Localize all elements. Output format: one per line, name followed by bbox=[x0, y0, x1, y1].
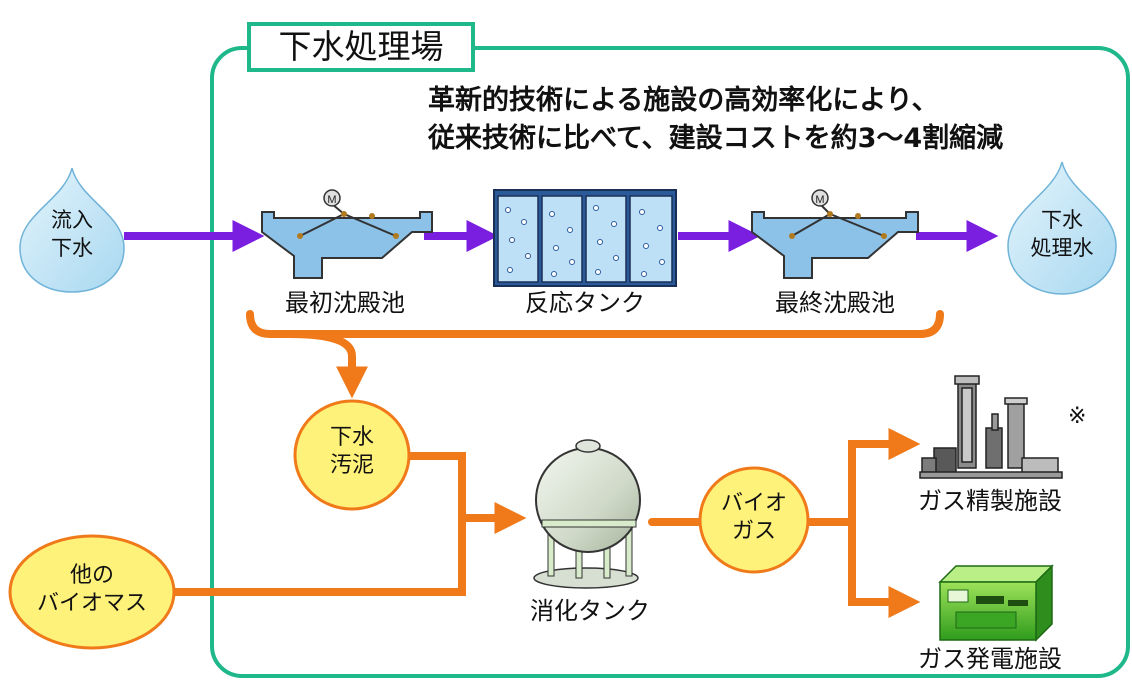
other-biomass-line-2: バイオマス bbox=[36, 591, 147, 616]
outflow-label-line-2: 処理水 bbox=[1030, 236, 1094, 260]
sludge-collector-bracket bbox=[246, 310, 944, 338]
reaction-tank-icon bbox=[493, 189, 677, 287]
gas-power-label: ガス発電施設 bbox=[918, 645, 1062, 673]
inflow-label: 流入 下水 bbox=[42, 206, 102, 262]
biogas-bubble bbox=[698, 466, 810, 574]
other-biomass-bubble bbox=[8, 534, 176, 650]
sewage-sludge-line-2: 汚泥 bbox=[329, 453, 374, 478]
primary-tank-label: 最初沈殿池 bbox=[285, 289, 405, 317]
biogas-line-2: ガス bbox=[731, 519, 776, 544]
gas-refining-facility-icon bbox=[919, 375, 1063, 479]
headline-line-1: 革新的技術による施設の高効率化により、 bbox=[428, 85, 939, 116]
arrow-biogas-to-power bbox=[848, 522, 921, 618]
final-settling-tank-icon: M bbox=[751, 189, 919, 279]
sewage-sludge-label: 下水 汚泥 bbox=[317, 424, 387, 480]
motor-symbol-primary: M bbox=[327, 194, 336, 206]
digestion-tank-label: 消化タンク bbox=[530, 597, 650, 625]
inflow-label-line-1: 流入 bbox=[51, 208, 93, 232]
motor-symbol-final: M bbox=[815, 194, 824, 206]
final-tank-label: 最終沈殿池 bbox=[775, 289, 895, 317]
other-biomass-line-1: 他の bbox=[69, 563, 114, 588]
biogas-line-1: バイオ bbox=[720, 491, 787, 516]
headline: 革新的技術による施設の高効率化により、 従来技術に比べて、建設コストを約3～4割… bbox=[428, 82, 1128, 158]
arrow-sludge-to-digestion bbox=[410, 452, 527, 534]
arrow-collector-to-sludge bbox=[289, 330, 368, 399]
biogas-label: バイオ ガス bbox=[710, 490, 798, 546]
gas-power-facility-icon bbox=[938, 564, 1054, 642]
outflow-droplet-icon bbox=[1007, 161, 1117, 295]
reaction-tank-label: 反応タンク bbox=[525, 289, 645, 317]
headline-line-2: 従来技術に比べて、建設コストを約3～4割縮減 bbox=[428, 123, 1004, 154]
outflow-label-line-1: 下水 bbox=[1041, 208, 1083, 232]
inflow-droplet-icon bbox=[19, 167, 125, 293]
sewage-sludge-line-1: 下水 bbox=[329, 425, 374, 450]
sludge-flow-arrows bbox=[166, 310, 944, 618]
digestion-tank-icon bbox=[533, 439, 641, 589]
inflow-label-line-2: 下水 bbox=[51, 236, 93, 260]
gas-refining-label: ガス精製施設 bbox=[918, 487, 1062, 515]
other-biomass-label: 他の バイオマス bbox=[14, 562, 170, 618]
sewage-sludge-bubble bbox=[293, 399, 411, 511]
plant-title: 下水処理場 bbox=[247, 22, 475, 72]
plant-frame bbox=[210, 46, 1130, 678]
arrow-biogas-to-refining bbox=[808, 428, 921, 526]
outflow-label: 下水 処理水 bbox=[1022, 206, 1102, 262]
primary-settling-tank-icon: M bbox=[261, 189, 433, 279]
line-biomass-join bbox=[166, 514, 466, 596]
note-mark: ※ bbox=[1068, 404, 1087, 429]
